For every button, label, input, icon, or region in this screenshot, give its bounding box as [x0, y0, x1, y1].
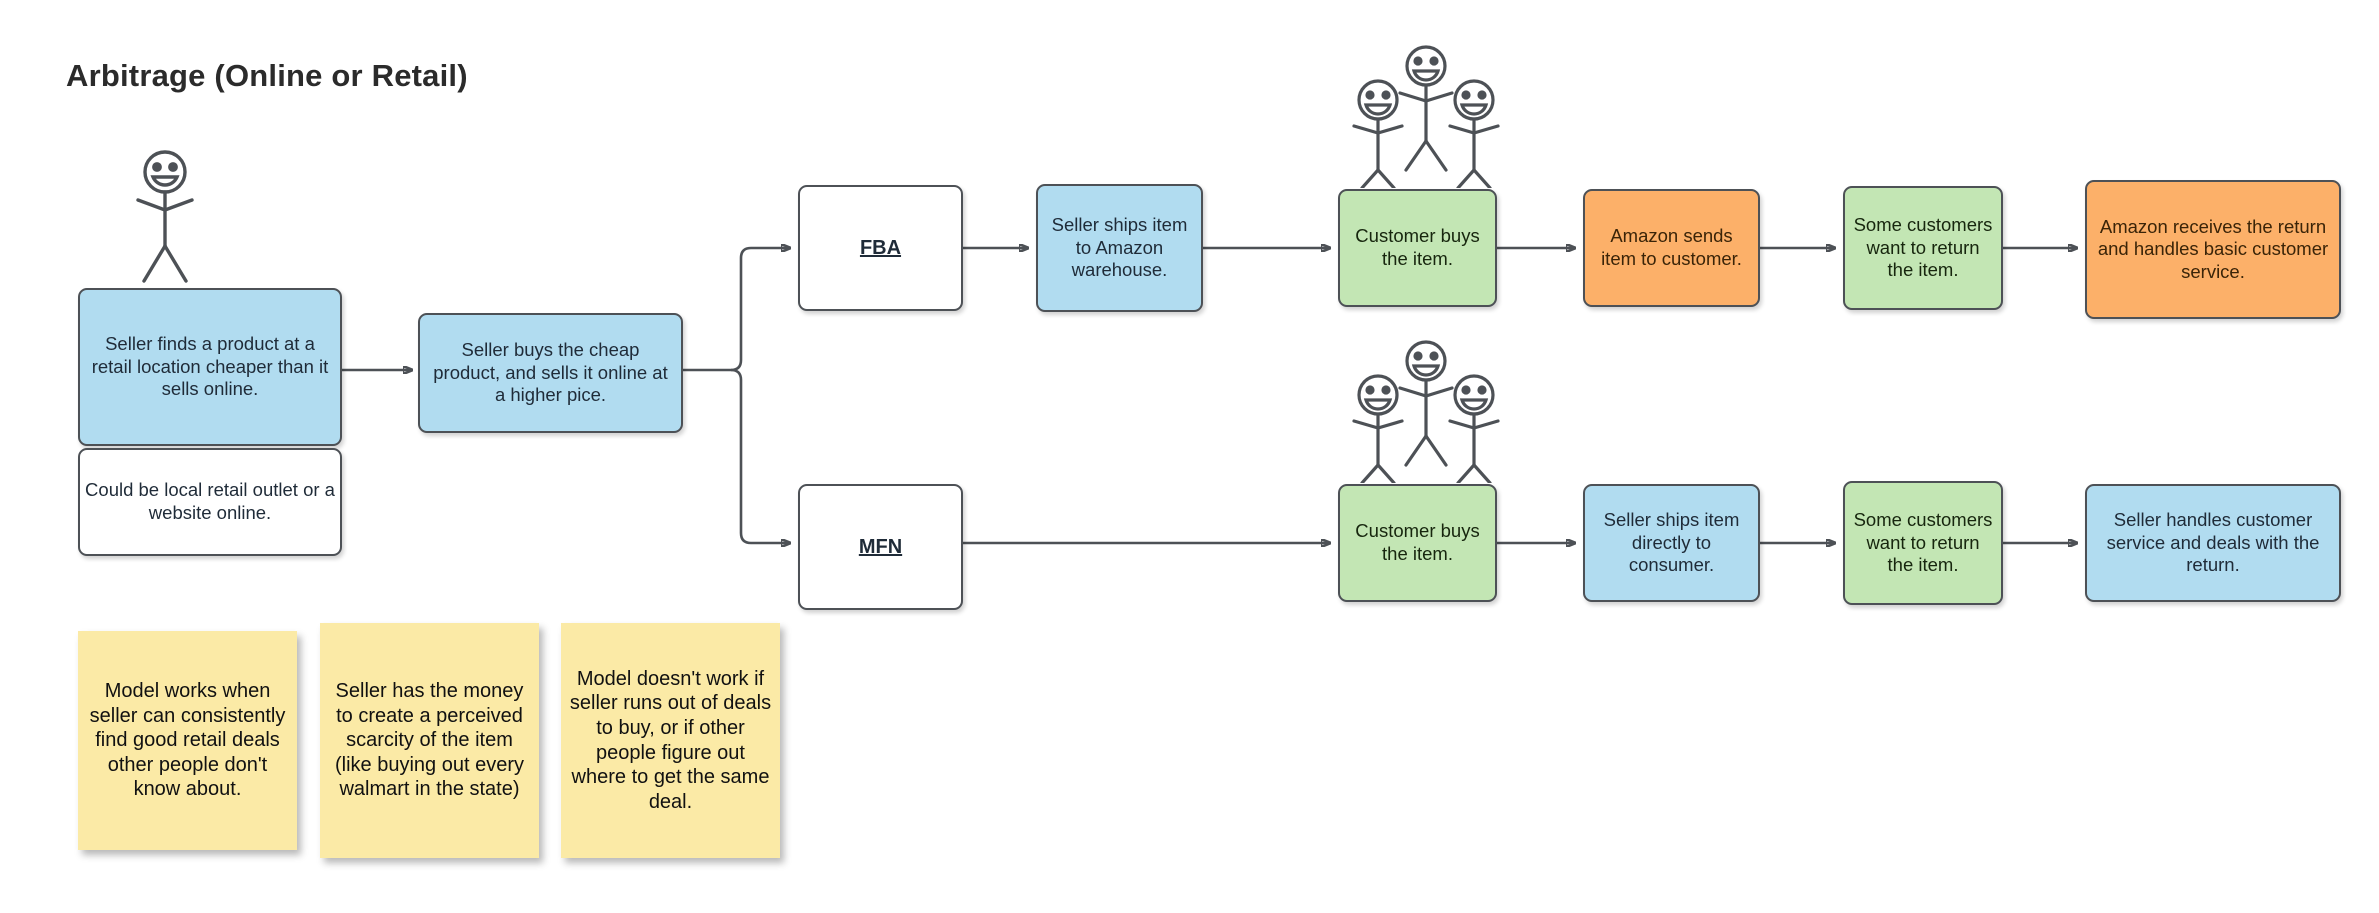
node-customer-buys-top[interactable]: Customer buys the item.: [1338, 189, 1497, 307]
node-seller-handles-return[interactable]: Seller handles customer service and deal…: [2085, 484, 2341, 602]
node-fba-label: FBA: [859, 236, 902, 259]
stick-figure-customers-group-bottom: [1352, 340, 1500, 483]
node-seller-finds-product-note[interactable]: Could be local retail outlet or a websit…: [78, 448, 342, 556]
node-some-customers-return-bottom[interactable]: Some customers want to return the item.: [1843, 481, 2003, 605]
node-some-customers-return-top[interactable]: Some customers want to return the item.: [1843, 186, 2003, 310]
sticky-note-perceived-scarcity[interactable]: Seller has the money to create a perceiv…: [320, 623, 539, 858]
node-seller-buys-product[interactable]: Seller buys the cheap product, and sells…: [418, 313, 683, 433]
stick-figure-customers-group-top: [1352, 45, 1500, 188]
node-seller-ships-to-amazon[interactable]: Seller ships item to Amazon warehouse.: [1036, 184, 1203, 312]
page-title: Arbitrage (Online or Retail): [66, 58, 468, 93]
node-mfn-label: MFN: [858, 535, 903, 558]
node-seller-finds-product[interactable]: Seller finds a product at a retail locat…: [78, 288, 342, 446]
sticky-note-model-works[interactable]: Model works when seller can consistently…: [78, 631, 297, 850]
sticky-note-model-doesnt-work[interactable]: Model doesn't work if seller runs out of…: [561, 623, 780, 858]
node-seller-ships-to-consumer[interactable]: Seller ships item directly to consumer.: [1583, 484, 1760, 602]
node-fba[interactable]: FBA: [798, 185, 963, 311]
node-amazon-sends-item[interactable]: Amazon sends item to customer.: [1583, 189, 1760, 307]
stick-figure-seller: [136, 150, 194, 283]
node-amazon-receives-return[interactable]: Amazon receives the return and handles b…: [2085, 180, 2341, 319]
node-customer-buys-bottom[interactable]: Customer buys the item.: [1338, 484, 1497, 602]
node-mfn[interactable]: MFN: [798, 484, 963, 610]
